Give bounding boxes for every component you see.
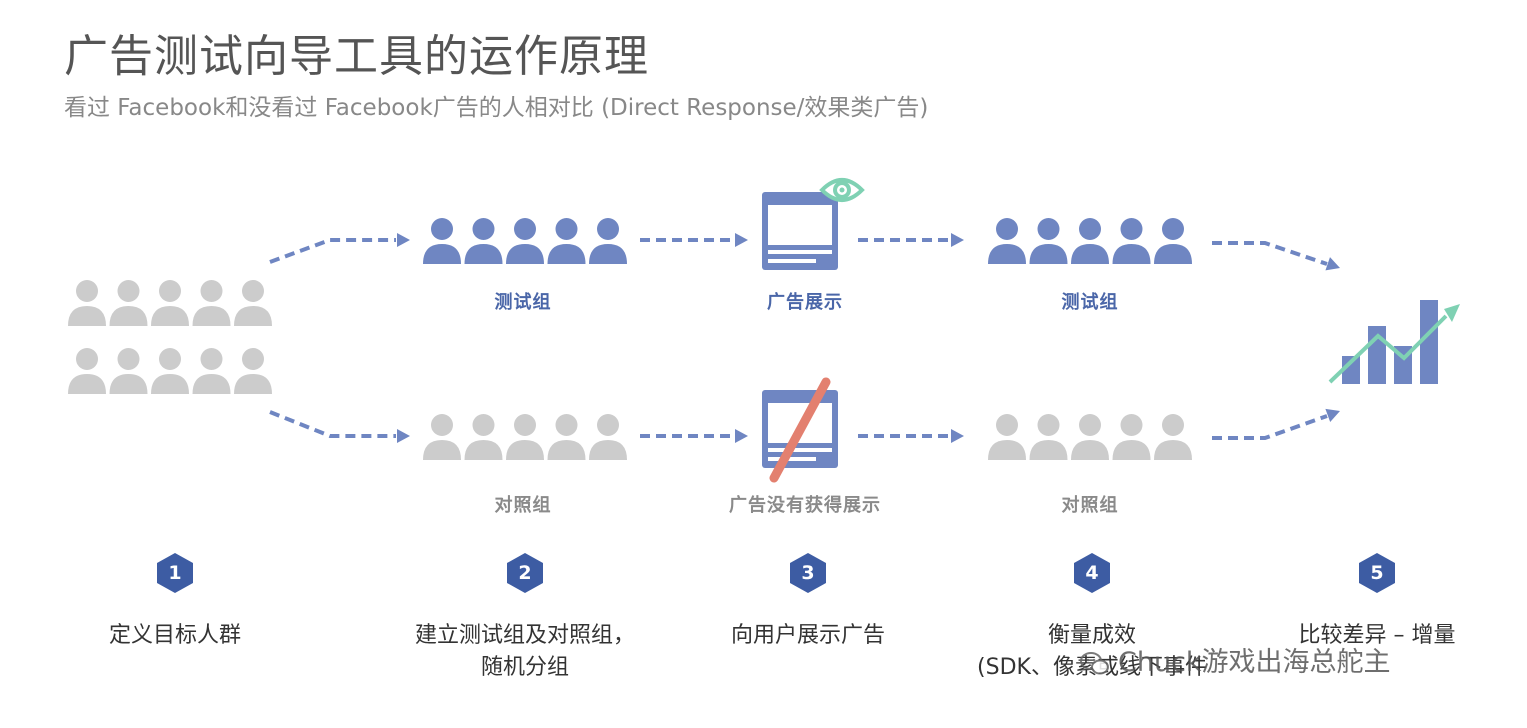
test-group-person-icon <box>589 218 627 264</box>
control-group-label-2: 对照组 <box>1061 495 1119 516</box>
step-badge-3: 3 <box>787 552 829 594</box>
control-group-person-icon <box>988 414 1026 460</box>
page-title: 广告测试向导工具的运作原理 <box>64 31 649 82</box>
test-group-person-icon <box>1071 218 1109 264</box>
arrowhead <box>951 233 964 247</box>
watermark: Chuck游戏出海总舵主 <box>1080 640 1391 679</box>
test-group-person-icon <box>1154 218 1192 264</box>
control-group-person-icon <box>506 414 544 460</box>
people-layer <box>68 218 1192 460</box>
ad-window-icon <box>762 192 838 270</box>
test-group-person-icon <box>547 218 586 264</box>
arrowhead <box>1325 408 1340 423</box>
test-group-person-icon <box>506 218 544 264</box>
arrowhead <box>951 429 964 443</box>
wechat-icon <box>1080 651 1109 674</box>
ad-shown-label: 广告展示 <box>767 292 843 313</box>
population-person-icon <box>109 348 148 394</box>
population-person-icon <box>192 348 231 394</box>
control-group-label-1: 对照组 <box>494 495 552 516</box>
control-group-person-icon <box>464 414 503 460</box>
eye-icon <box>819 178 865 202</box>
control-group-person-icon <box>1071 414 1109 460</box>
control-group-person-icon <box>589 414 627 460</box>
step-text-1: 定义目标人群 <box>108 623 242 648</box>
arrow-layer <box>269 233 1340 443</box>
population-person-icon <box>68 280 106 326</box>
page-subtitle: 看过 Facebook和没看过 Facebook广告的人相对比 (Direct … <box>64 95 929 121</box>
step-badge-1: 1 <box>154 552 196 594</box>
control-group-person-icon <box>1154 414 1192 460</box>
watermark-text: Chuck游戏出海总舵主 <box>1118 647 1391 678</box>
step-text-3: 向用户展示广告 <box>730 623 886 648</box>
population-person-icon <box>234 280 272 326</box>
ad-not-shown-label: 广告没有获得展示 <box>729 495 881 516</box>
test-group-label-1: 测试组 <box>494 292 552 313</box>
step-text-2: 建立测试组及对照组， 随机分组 <box>414 623 636 680</box>
control-group-person-icon <box>423 414 461 460</box>
step-badge-5: 5 <box>1356 552 1398 594</box>
slash-icon <box>769 377 831 483</box>
population-person-icon <box>151 348 189 394</box>
population-person-icon <box>151 280 189 326</box>
step-badge-2: 2 <box>504 552 546 594</box>
arrowhead <box>1325 257 1340 271</box>
test-group-person-icon <box>1112 218 1151 264</box>
arrowhead <box>735 233 748 247</box>
test-group-person-icon <box>1029 218 1068 264</box>
control-group-person-icon <box>1112 414 1151 460</box>
test-group-person-icon <box>988 218 1026 264</box>
test-group-person-icon <box>423 218 461 264</box>
arrowhead <box>735 429 748 443</box>
growth-chart-icon <box>1328 300 1460 384</box>
test-group-person-icon <box>464 218 503 264</box>
step-badge-4: 4 <box>1071 552 1113 594</box>
arrowhead <box>397 429 410 443</box>
arrow-to-chart-bottom <box>1212 414 1328 440</box>
arrow-to-test-group <box>269 238 396 264</box>
arrow-to-chart-top <box>1212 241 1328 266</box>
step-text-5: 比较差异 – 增量 <box>1298 623 1456 648</box>
test-group-label-2: 测试组 <box>1061 292 1119 313</box>
population-person-icon <box>234 348 272 394</box>
arrow-to-control-group <box>269 410 396 438</box>
population-person-icon <box>192 280 231 326</box>
control-group-person-icon <box>547 414 586 460</box>
population-person-icon <box>68 348 106 394</box>
control-group-person-icon <box>1029 414 1068 460</box>
population-person-icon <box>109 280 148 326</box>
arrowhead <box>397 233 410 247</box>
